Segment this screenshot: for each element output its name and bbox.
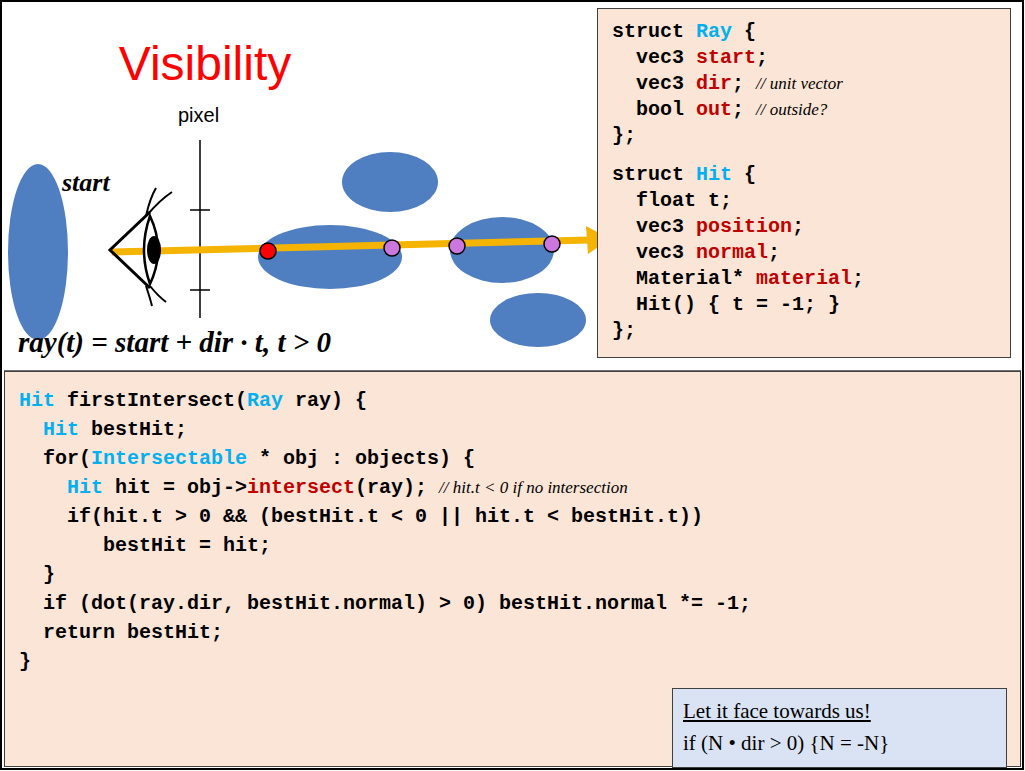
code-text: ; [768,240,780,266]
code-line: struct Hit { [612,162,996,188]
code-text: { [744,162,756,188]
member-name: out [696,97,732,123]
object-ellipse [450,217,554,283]
object-ellipse [342,152,438,212]
member-name: position [696,214,792,240]
code-line: vec3 normal; [612,240,996,266]
code-line: float t; [612,188,996,214]
type-name: Hit [696,162,732,188]
eye-symbol [110,188,172,306]
object-ellipse [8,164,68,340]
code-line: vec3 position; [612,214,996,240]
code-line: } [19,560,1006,589]
callout-note: Let it face towards us!if (N • dir > 0) … [672,688,1007,768]
type-name: Intersectable [91,444,247,473]
code-text: vec3 [636,45,684,71]
code-text: struct [612,162,684,188]
code-text: hit = obj-> [115,473,247,502]
code-text: bestHit; [91,415,187,444]
type-name: Hit [67,473,103,502]
code-text: ; [792,214,804,240]
code-text: struct [612,19,684,45]
code-text: if (dot(ray.dir, bestHit.normal) > 0) be… [43,589,751,618]
code-line: bestHit = hit; [19,531,1006,560]
code-text: (ray); [355,473,427,502]
eye-lashes [146,188,172,306]
member-name: material [756,266,852,292]
pixel-label: pixel [178,104,219,127]
object-ellipse [258,225,402,289]
ray-formula: ray(t) = start + dir · t, t > 0 [18,326,331,359]
code-text: firstIntersect( [67,386,247,415]
code-text: bestHit = hit; [103,531,271,560]
callout-heading: Let it face towards us! [683,695,996,727]
code-line: vec3 dir; // unit vector [612,71,996,97]
code-line: if(hit.t > 0 && (bestHit.t < 0 || hit.t … [19,502,1006,531]
code-line: Material* material; [612,266,996,292]
code-line: struct Ray { [612,19,996,45]
code-text: vec3 [636,71,684,97]
code-line: }; [612,318,996,344]
code-text: }; [612,318,636,344]
start-label: start [62,168,110,198]
code-text: } [19,647,31,676]
hit-dot [384,240,400,256]
code-text: ray) { [295,386,367,415]
pixel-plane [199,140,201,318]
code-comment: // outside? [756,97,827,123]
code-text: }; [612,123,636,149]
code-text: Material* [636,266,744,292]
code-line: if (dot(ray.dir, bestHit.normal) > 0) be… [19,589,1006,618]
type-name: Hit [43,415,79,444]
code-line: boolout; // outside? [612,97,996,123]
code-text: return bestHit; [43,618,223,647]
spacer [612,149,996,162]
code-text: vec3 [636,240,684,266]
code-text: ; [852,266,864,292]
code-text: ; [732,71,744,97]
code-line: vec3 start; [612,45,996,71]
eye-pupil [147,236,161,264]
code-text: ; [732,97,744,123]
code-text: { [744,19,756,45]
code-text: vec3 [636,214,684,240]
struct-code-box: structRay{vec3start;vec3dir;// unit vect… [597,8,1011,358]
pixel-tick [190,289,210,291]
code-line: Hit bestHit; [19,415,1006,444]
object-ellipse [490,293,586,347]
first-hit-dot [260,243,276,259]
code-text: float t; [636,188,732,214]
code-text: for( [43,444,91,473]
type-name: Ray [696,19,732,45]
code-text: ; [756,45,768,71]
code-text: Hit() { t = -1; } [636,292,840,318]
code-line: Hit() { t = -1; } [612,292,996,318]
hit-dot [544,236,560,252]
ray-line [112,240,590,252]
member-name: intersect [247,473,355,502]
member-name: normal [696,240,768,266]
type-name: Ray [247,386,283,415]
slide-title: Visibility [95,36,315,91]
member-name: dir [696,71,732,97]
callout-formula: if (N • dir > 0) {N = -N} [683,727,996,759]
type-name: Hit [19,386,55,415]
code-line: for(Intersectable * obj : objects) { [19,444,1006,473]
code-line: return bestHit; [19,618,1006,647]
code-text: bool [636,97,684,123]
code-comment: // hit.t < 0 if no intersection [439,473,628,502]
code-line: Hit hit = obj->intersect(ray); // hit.t < … [19,473,1006,502]
code-line: }; [612,123,996,149]
code-line: Hit firstIntersect(Ray ray) { [19,386,1006,415]
pixel-tick [190,209,210,211]
code-text: * obj : objects) { [259,444,475,473]
code-text: } [43,560,55,589]
hit-dot [449,238,465,254]
code-line: } [19,647,1006,676]
member-name: start [696,45,756,71]
code-text: if(hit.t > 0 && (bestHit.t < 0 || hit.t … [67,502,703,531]
code-comment: // unit vector [756,71,843,97]
